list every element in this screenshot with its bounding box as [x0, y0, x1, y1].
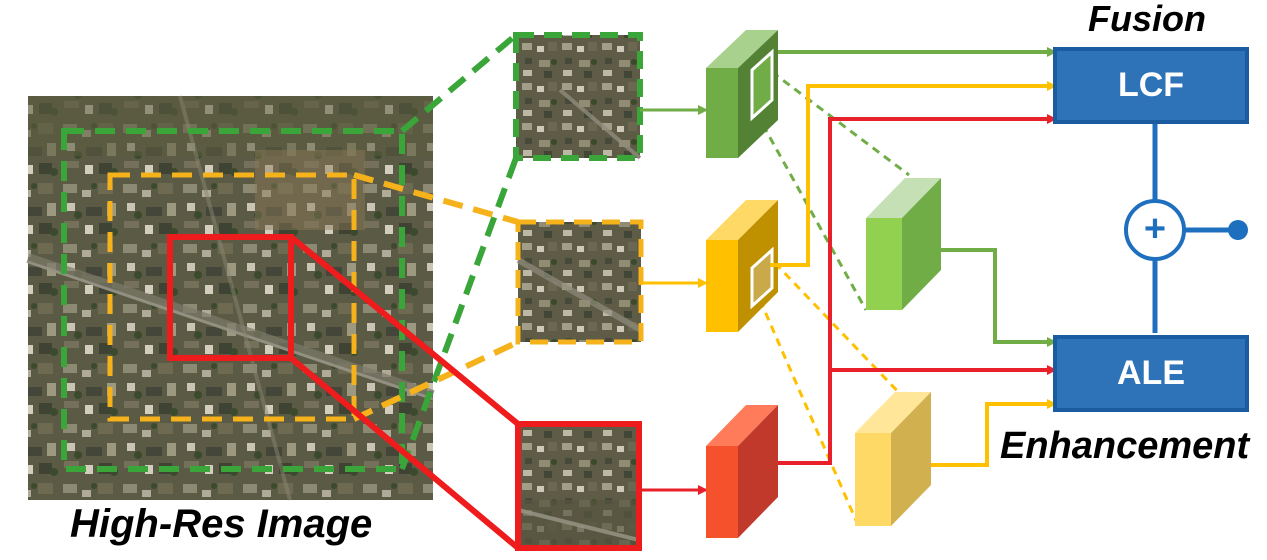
lcf-label: LCF: [1117, 66, 1185, 104]
enhancement-label: Enhancement: [1000, 425, 1250, 467]
plus-sign: +: [1143, 207, 1167, 250]
high-res-image: [26, 95, 435, 501]
orange-patch: [515, 219, 644, 345]
orange-dashed-link-1: [773, 261, 908, 402]
ale-box: ALE: [1053, 335, 1249, 412]
red-zoom-line-top: [289, 234, 520, 427]
lcf-box: LCF: [1053, 47, 1249, 124]
green-zoom-line-bottom: [399, 156, 519, 471]
image-caption: High-Res Image: [70, 502, 373, 546]
green-patch: [513, 32, 643, 161]
green-dashed-link-1: [771, 70, 910, 177]
red-zoom-line-bottom: [289, 355, 520, 551]
green-region-box: [61, 128, 405, 472]
red-region-box: [167, 234, 294, 361]
red-connectors: [778, 114, 1057, 465]
orange-feature-cube: [706, 200, 778, 332]
green-zoom-line-top: [400, 32, 518, 134]
fusion-connectors: [1152, 124, 1236, 333]
green-connectors: [778, 47, 1057, 347]
orange-feature-cube-2: [855, 392, 931, 526]
green-feature-cube-2: [866, 178, 941, 310]
green-dashed-link-2: [761, 124, 868, 311]
red-patch: [515, 421, 642, 551]
sum-node: [1124, 199, 1186, 261]
orange-connectors: [770, 81, 1057, 467]
orange-region-box: [107, 172, 357, 422]
output-dot: [1228, 220, 1248, 240]
orange-zoom-line-top: [353, 172, 519, 225]
green-feature-cube: [706, 30, 778, 158]
fusion-label: Fusion: [1088, 0, 1206, 39]
ale-label: ALE: [1117, 354, 1185, 392]
red-feature-cube: [706, 405, 778, 538]
